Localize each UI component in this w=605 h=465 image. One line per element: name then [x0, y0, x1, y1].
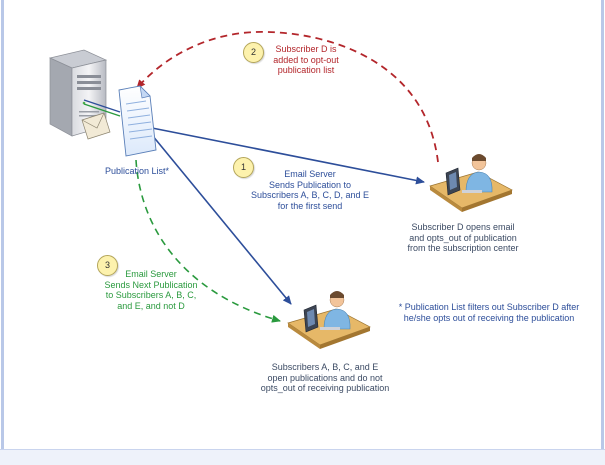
step-2-text: Subscriber D is added to opt-out publica… — [273, 44, 339, 75]
frame-bottom-line — [0, 449, 605, 450]
subscriber-d-caption: Subscriber D opens email and opts_out of… — [407, 222, 519, 253]
frame-bottom-band — [0, 449, 605, 465]
step-3-text: Email Server Sends Next Publication to S… — [104, 269, 198, 311]
publication-list-label: Publication List* — [104, 166, 170, 176]
subscriber-d-workstation-icon — [429, 154, 513, 212]
step-1-badge: 1 — [233, 157, 254, 178]
frame-left-border — [1, 0, 4, 465]
step-2-badge: 2 — [243, 42, 264, 63]
next-send-dashed-arrow — [135, 159, 281, 323]
first-send-arrow-to-subscribers — [151, 134, 292, 305]
subscribers-workstation-icon — [287, 291, 371, 349]
first-send-arrow-to-subscriber-d — [151, 127, 425, 185]
footnote-text: * Publication List filters out Subscribe… — [398, 302, 580, 323]
publication-list-document-icon — [118, 84, 157, 157]
frame-right-border — [601, 0, 604, 465]
step-1-text: Email Server Sends Publication to Subscr… — [250, 169, 370, 211]
server-connection-lines — [83, 99, 121, 117]
subscribers-caption: Subscribers A, B, C, and E open publicat… — [260, 362, 390, 393]
step-3-badge: 3 — [97, 255, 118, 276]
optout-dashed-arrow — [136, 31, 439, 163]
envelope-icon — [81, 112, 111, 140]
